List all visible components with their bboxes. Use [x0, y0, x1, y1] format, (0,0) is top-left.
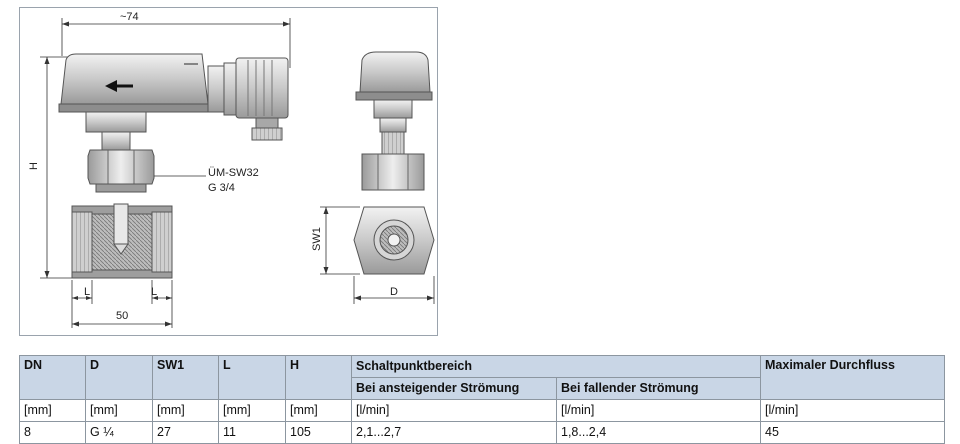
dim-sw1-label: SW1	[311, 227, 323, 251]
unit-cell: [l/min]	[556, 399, 761, 422]
thread-label-1: ÜM-SW32	[208, 167, 259, 179]
header-h: H	[285, 355, 352, 400]
header-max-flow: Maximaler Durchfluss	[760, 355, 945, 400]
unit-cell: [l/min]	[351, 399, 557, 422]
spec-table: DN D SW1 L H Schaltpunktbereich Maximale…	[19, 355, 945, 444]
header-schaltpunkt: Schaltpunktbereich	[351, 355, 761, 378]
header-falling: Bei fallender Strömung	[556, 377, 761, 400]
unit-cell: [mm]	[218, 399, 286, 422]
unit-cell: [mm]	[19, 399, 86, 422]
value-rising: 2,1...2,7	[351, 421, 557, 444]
header-l: L	[218, 355, 286, 400]
unit-cell: [mm]	[285, 399, 352, 422]
dim-height-label: H	[28, 162, 40, 170]
unit-cell: [l/min]	[760, 399, 945, 422]
dim-d-label: D	[390, 286, 398, 298]
table-row: 8 G ¼ 27 11 105 2,1...2,7 1,8...2,4 45	[19, 421, 945, 444]
technical-drawing: ~74 H	[19, 7, 438, 336]
header-dn: DN	[19, 355, 86, 400]
value-sw1: 27	[152, 421, 219, 444]
front-view: SW1 D	[311, 51, 435, 304]
unit-cell: [mm]	[85, 399, 153, 422]
value-max-flow: 45	[760, 421, 945, 444]
drawing-svg: ~74 H	[28, 11, 435, 328]
dim-50-label: 50	[116, 310, 128, 322]
value-dn: 8	[19, 421, 86, 444]
header-sw1: SW1	[152, 355, 219, 400]
value-falling: 1,8...2,4	[556, 421, 761, 444]
side-view: ~74 H	[28, 11, 291, 328]
flow-arrow-icon	[105, 80, 117, 92]
value-l: 11	[218, 421, 286, 444]
value-h: 105	[285, 421, 352, 444]
header-d: D	[85, 355, 153, 400]
dim-l-right-label: L	[151, 286, 157, 298]
value-d: G ¼	[85, 421, 153, 444]
table-header-row: DN D SW1 L H Schaltpunktbereich Maximale…	[19, 355, 945, 400]
unit-cell: [mm]	[152, 399, 219, 422]
header-rising: Bei ansteigender Strömung	[351, 377, 557, 400]
dim-width-label: ~74	[120, 11, 139, 23]
table-subheader-row: Bei ansteigender Strömung Bei fallender …	[20, 377, 945, 400]
thread-label-2: G 3/4	[208, 182, 235, 194]
dim-l-left-label: L	[84, 286, 90, 298]
table-units-row: [mm] [mm] [mm] [mm] [mm] [l/min] [l/min]…	[19, 399, 945, 422]
